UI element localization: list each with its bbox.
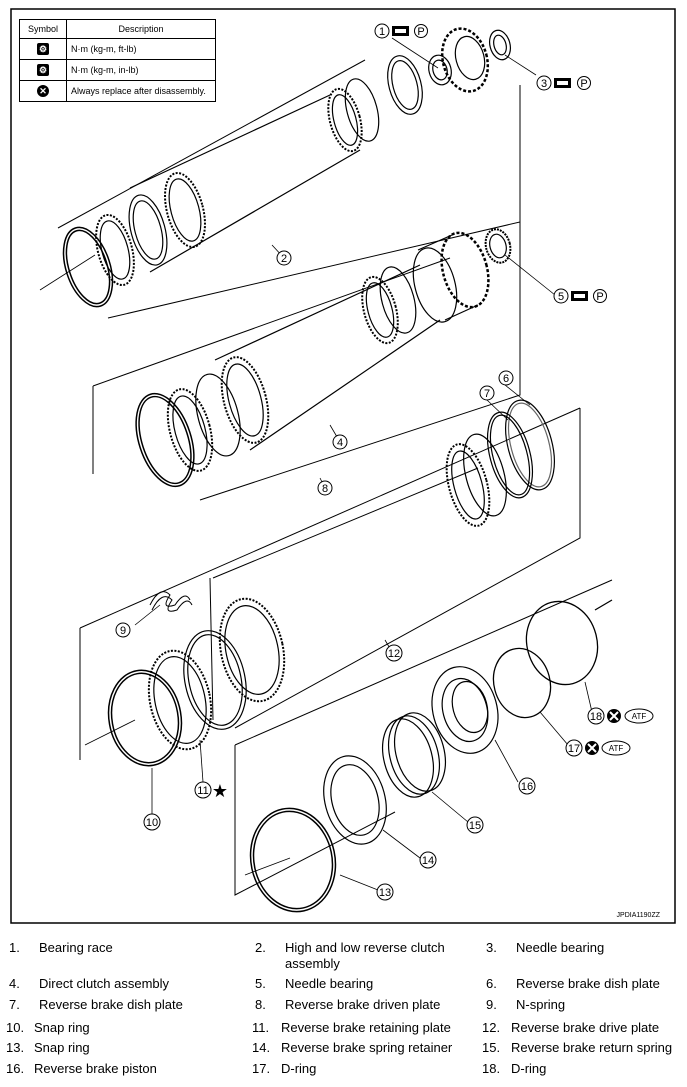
- svg-text:5: 5: [558, 291, 564, 303]
- callout-13: 13: [376, 883, 394, 901]
- legend-header-symbol: Symbol: [19, 19, 67, 39]
- replace-x-icon: ✕: [37, 85, 49, 97]
- torque-icon-3: [554, 78, 571, 88]
- legend-description: N·m (kg-m, in-lb): [66, 59, 216, 81]
- svg-text:13: 13: [379, 887, 391, 899]
- clutch-hub-top: [428, 27, 512, 93]
- group-4-outline: [92, 215, 521, 501]
- petroleum-jelly-icon-3: P: [577, 76, 591, 90]
- torque-wrench-small-icon: ⚙: [37, 64, 49, 76]
- legend-row: ⚙ N·m (kg-m, ft-lb): [19, 38, 216, 60]
- callout-8: 8: [317, 480, 333, 496]
- callout-15: 15: [466, 816, 484, 834]
- svg-text:ATF: ATF: [609, 744, 624, 753]
- callout-3: 3: [536, 75, 552, 91]
- exploded-view-diagram: 1 P 2 3 P 4 5 P 6: [10, 8, 676, 924]
- atf-icon-17: ATF: [601, 740, 631, 756]
- svg-text:P: P: [580, 78, 587, 90]
- legend-header: Symbol Description: [19, 19, 216, 39]
- leader-lines: [134, 37, 593, 891]
- diagram-frame: [10, 8, 676, 924]
- snap-ring-middle: [135, 392, 195, 488]
- callout-17: 17: [565, 739, 583, 757]
- callout-9: 9: [115, 622, 131, 638]
- star-symbol: ★: [212, 781, 228, 801]
- snap-ring-top: [62, 226, 114, 308]
- symbol-legend: Symbol Description ⚙ N·m (kg-m, ft-lb) ⚙…: [19, 19, 216, 102]
- svg-text:2: 2: [281, 253, 287, 265]
- callout-2: 2: [276, 250, 292, 266]
- replace-x-icon-18: [607, 709, 621, 723]
- dish-plates-6-7: [486, 399, 555, 499]
- svg-text:10: 10: [146, 817, 158, 829]
- atf-icon-18: ATF: [624, 708, 654, 724]
- clutch-plates-middle-right: [361, 266, 417, 345]
- callout-5: 5: [553, 288, 569, 304]
- piston-16: [431, 666, 499, 754]
- n-spring-9: [149, 591, 193, 612]
- svg-text:7: 7: [484, 388, 490, 400]
- group-8-outline: [79, 407, 581, 760]
- needle-bearing-5: [484, 228, 512, 264]
- legend-description: Always replace after disassembly.: [66, 80, 216, 102]
- d-rings-17-18: [492, 599, 613, 719]
- petroleum-jelly-icon-5: P: [593, 289, 607, 303]
- replace-x-icon-17: [585, 741, 599, 755]
- snap-ring-13: [249, 807, 337, 913]
- callout-12: 12: [385, 644, 403, 662]
- callout-16: 16: [518, 777, 536, 795]
- callout-1: 1: [374, 23, 390, 39]
- torque-icon-5: [571, 291, 588, 301]
- svg-text:9: 9: [120, 625, 126, 637]
- legend-row: ⚙ N·m (kg-m, in-lb): [19, 59, 216, 81]
- svg-text:15: 15: [469, 820, 481, 832]
- legend-row: ✕ Always replace after disassembly.: [19, 80, 216, 102]
- callout-18: 18: [587, 707, 605, 725]
- spring-retainer-14: [323, 755, 387, 845]
- retaining-plates-11: [147, 597, 286, 751]
- callout-6: 6: [498, 370, 514, 386]
- group-12-outline: [234, 579, 613, 896]
- svg-text:16: 16: [521, 781, 533, 793]
- clutch-plates-middle: [166, 264, 441, 472]
- callout-7: 7: [479, 385, 495, 401]
- petroleum-jelly-icon-1: P: [414, 24, 428, 38]
- svg-text:14: 14: [422, 855, 434, 867]
- driven-plates-right: [445, 433, 507, 527]
- callout-11: 11: [194, 781, 212, 799]
- svg-text:P: P: [417, 26, 424, 38]
- torque-wrench-icon: ⚙: [37, 43, 49, 55]
- svg-text:ATF: ATF: [632, 712, 647, 721]
- svg-text:18: 18: [590, 711, 602, 723]
- figure-code: JPDIA1190ZZ: [617, 912, 661, 919]
- snap-ring-10: [107, 669, 183, 767]
- return-spring-15: [382, 712, 446, 798]
- clutch-plates-top: [95, 94, 361, 287]
- svg-text:P: P: [596, 291, 603, 303]
- torque-icon-1: [392, 26, 409, 36]
- clutch-plates-top-right: [327, 55, 423, 153]
- legend-description: N·m (kg-m, ft-lb): [66, 38, 216, 60]
- callout-14: 14: [419, 851, 437, 869]
- svg-text:12: 12: [388, 648, 400, 660]
- callout-4: 4: [332, 434, 348, 450]
- svg-text:4: 4: [337, 437, 343, 449]
- parts-list: 1.Bearing race 2.High and low reverse cl…: [6, 940, 673, 1076]
- svg-text:1: 1: [379, 26, 385, 38]
- svg-text:3: 3: [541, 78, 547, 90]
- clutch-drum-middle: [412, 231, 490, 323]
- svg-text:6: 6: [503, 373, 509, 385]
- svg-text:8: 8: [322, 483, 328, 495]
- svg-text:17: 17: [568, 743, 580, 755]
- svg-text:11: 11: [197, 785, 208, 797]
- legend-header-description: Description: [66, 19, 216, 39]
- callout-10: 10: [143, 813, 161, 831]
